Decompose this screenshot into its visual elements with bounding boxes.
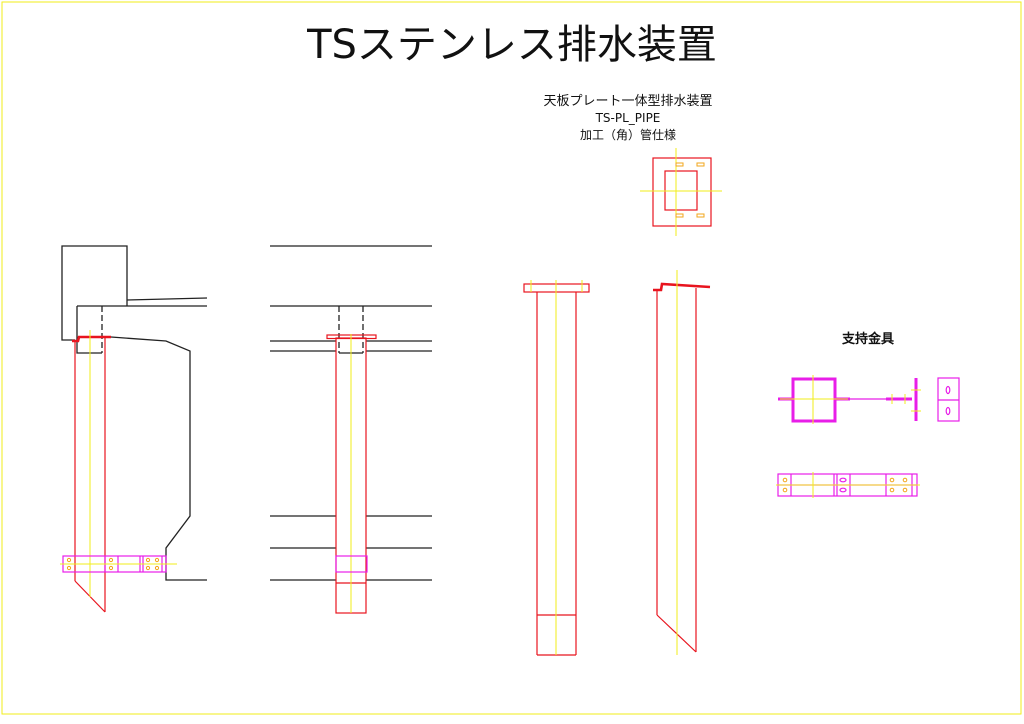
pipe-front-elevation <box>523 280 590 656</box>
pipe-side-elevation <box>653 270 711 655</box>
subtitle-model: TS-PL_PIPE <box>595 111 661 125</box>
support-label: 支持金具 <box>841 331 894 347</box>
pipe-cross-section <box>640 148 722 236</box>
side-section-view <box>60 245 208 613</box>
front-section-view <box>270 245 432 614</box>
drawing-title: TSステンレス排水装置 <box>306 22 717 68</box>
subtitle-product: 天板プレート一体型排水装置 <box>543 94 712 109</box>
support-bracket-plan <box>778 375 960 424</box>
support-bracket-elevation <box>776 472 920 498</box>
subtitle-spec: 加工（角）管仕様 <box>580 127 676 142</box>
support-bracket-side <box>60 555 177 573</box>
